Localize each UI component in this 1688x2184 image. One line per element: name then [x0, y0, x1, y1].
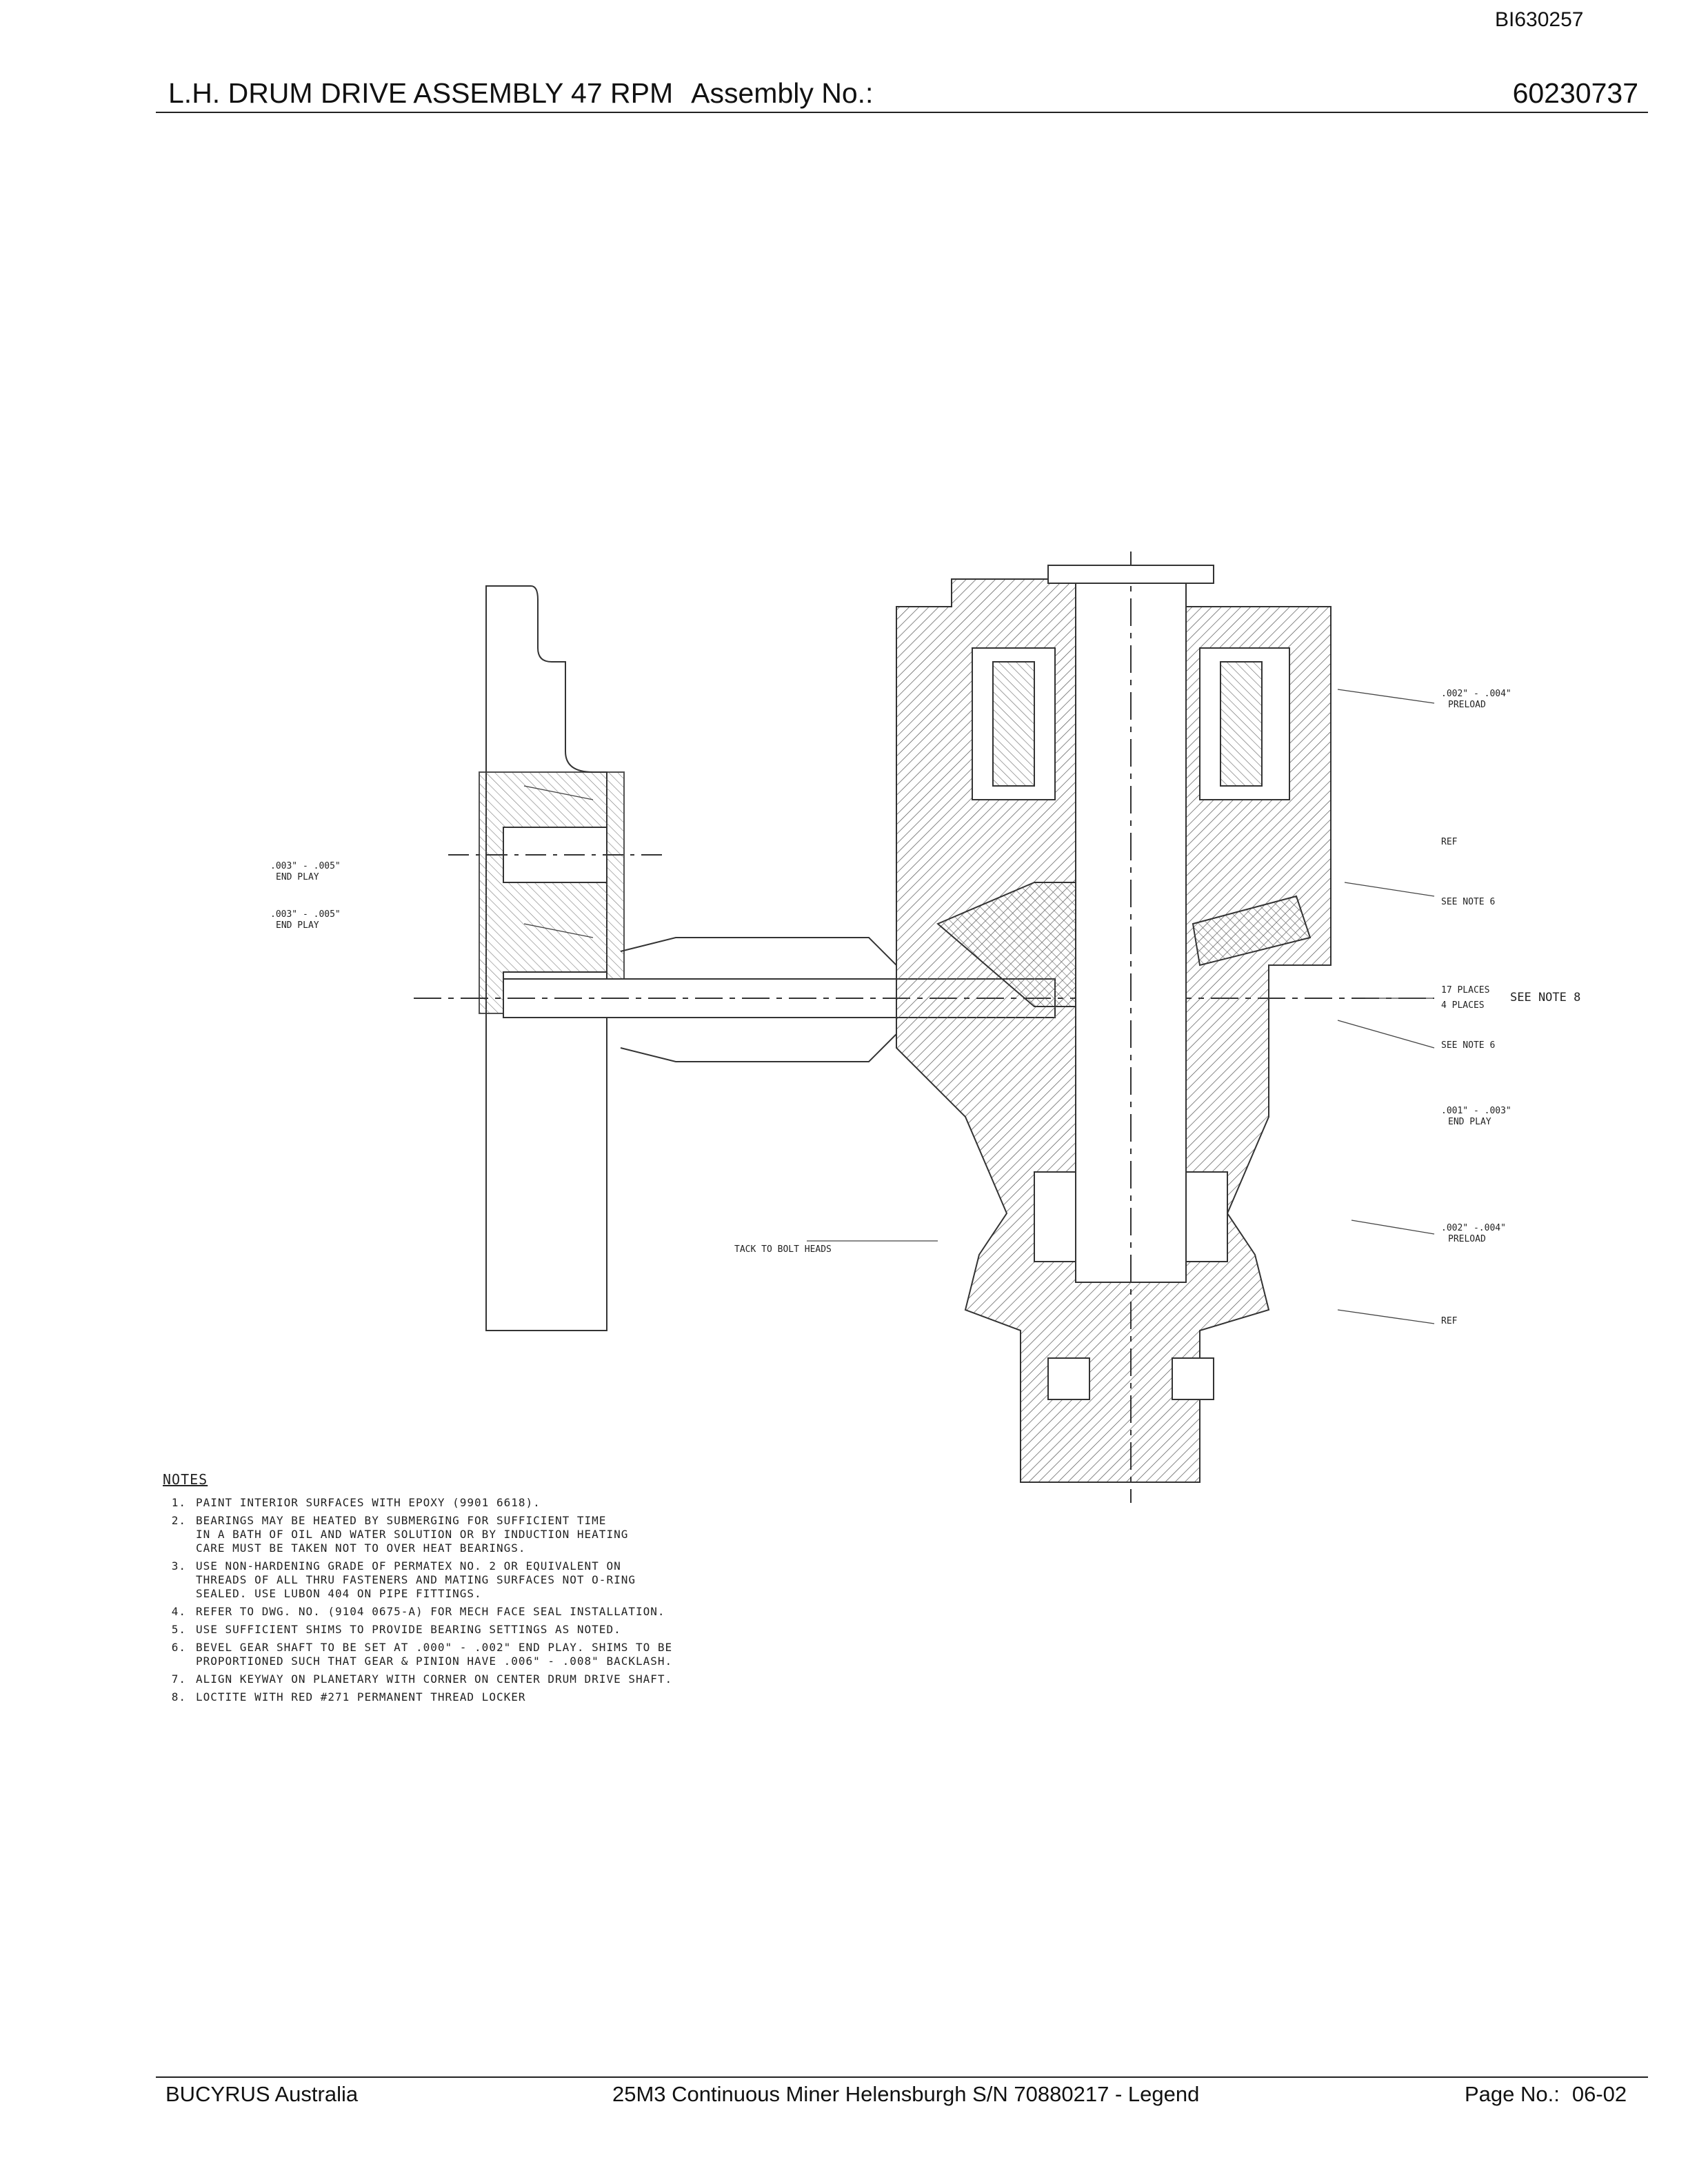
drum-drive-assembly-drawing: 17 PLACES 4 PLACES SEE NOTE 8 SEE NOTE 6…: [270, 552, 1580, 1503]
note-item: 2.BEARINGS MAY BE HEATED BY SUBMERGING F…: [171, 1514, 629, 1555]
note-item: 8.LOCTITE WITH RED #271 PERMANENT THREAD…: [171, 1690, 526, 1703]
footer-company: BUCYRUS Australia: [165, 2082, 359, 2106]
callout-preload-range-b: .002" -.004": [1441, 1223, 1506, 1233]
bevel-gear: [936, 882, 1076, 1007]
footer-rule: [156, 2076, 1648, 2078]
callout-4-places: 4 PLACES: [1441, 1000, 1485, 1011]
callout-preload-a: PRELOAD: [1448, 700, 1486, 710]
note-item: 6.BEVEL GEAR SHAFT TO BE SET AT .000" - …: [171, 1641, 673, 1668]
callout-endplay-b: END PLAY: [276, 920, 319, 931]
note-item: 7.ALIGN KEYWAY ON PLANETARY WITH CORNER …: [171, 1672, 673, 1686]
callout-see-note-6-a: SEE NOTE 6: [1441, 897, 1495, 907]
callout-tack-to-bolt-heads: TACK TO BOLT HEADS: [734, 1244, 832, 1255]
assembly-number: 60230737: [1512, 77, 1638, 109]
page-title: L.H. DRUM DRIVE ASSEMBLY 47 RPM Assembly …: [168, 77, 891, 110]
document-id: BI630257: [1495, 8, 1584, 31]
page-number-label: Page No.:: [1465, 2082, 1560, 2106]
callout-endplay-range-c: .001" - .003": [1441, 1106, 1511, 1116]
assembly-number-label: Assembly No.:: [691, 77, 874, 109]
callout-see-note-8: SEE NOTE 8: [1510, 991, 1580, 1004]
notes-section: NOTES 1.PAINT INTERIOR SURFACES WITH EPO…: [163, 1473, 672, 1708]
note-item: 3.USE NON-HARDENING GRADE OF PERMATEX NO…: [171, 1559, 636, 1600]
callout-endplay-a: END PLAY: [276, 872, 319, 882]
callout-17-places: 17 PLACES: [1441, 985, 1489, 995]
callout-endplay-range-a: .003" - .005": [270, 861, 341, 871]
callout-endplay-c: END PLAY: [1448, 1117, 1491, 1127]
callout-ref-a: REF: [1441, 837, 1458, 847]
footer-description: 25M3 Continuous Miner Helensburgh S/N 70…: [612, 2082, 1200, 2106]
callout-preload-b: PRELOAD: [1448, 1234, 1486, 1244]
callout-ref-b: REF: [1441, 1316, 1458, 1326]
note-item: 4.REFER TO DWG. NO. (9104 0675-A) FOR ME…: [171, 1605, 665, 1618]
callout-see-note-6-b: SEE NOTE 6: [1441, 1040, 1495, 1051]
page-number: 06-02: [1571, 2082, 1627, 2106]
header-rule: [156, 112, 1648, 113]
notes-title: NOTES: [163, 1471, 208, 1488]
note-item: 5.USE SUFFICIENT SHIMS TO PROVIDE BEARIN…: [171, 1623, 621, 1636]
callout-endplay-range-b: .003" - .005": [270, 909, 341, 920]
footer-page: Page No.: 06-02: [1465, 2082, 1639, 2107]
callout-preload-range-a: .002" - .004": [1441, 689, 1511, 699]
note-item: 1.PAINT INTERIOR SURFACES WITH EPOXY (99…: [171, 1496, 541, 1509]
assembly-title: L.H. DRUM DRIVE ASSEMBLY 47 RPM: [168, 77, 674, 109]
